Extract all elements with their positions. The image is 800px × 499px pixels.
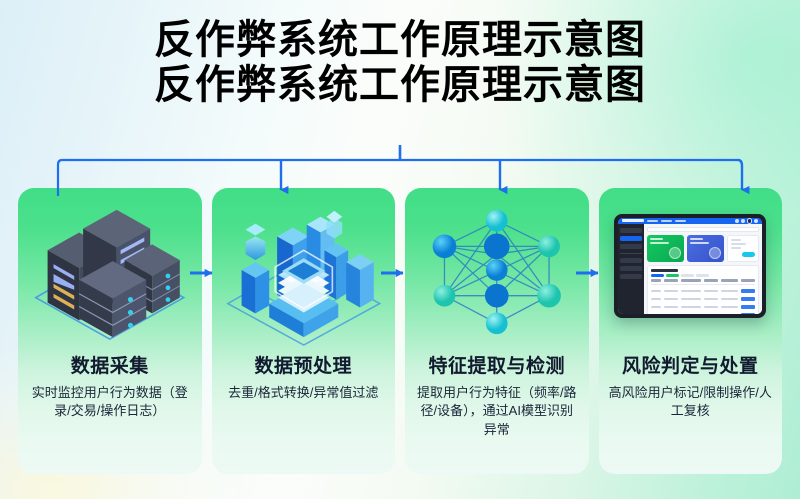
- dashboard-screen: [618, 218, 763, 314]
- page-title-line-1: 反作弊系统工作原理示意图: [154, 18, 646, 62]
- bell-icon: [734, 218, 739, 223]
- stat-card-blue: [686, 234, 724, 262]
- sidebar-item: [620, 265, 643, 271]
- page-title-line-2: 反作弊系统工作原理示意图: [154, 62, 646, 107]
- stat-card-green: [647, 234, 684, 262]
- dashboard-logo: [622, 219, 645, 223]
- chevron-down-icon: [754, 218, 759, 223]
- step-card-text: 数据预处理 去重/格式转换/异常值过滤: [218, 356, 390, 402]
- sidebar-item-active: [620, 235, 643, 241]
- filter-chips: [651, 273, 755, 277]
- laptop-frame: [614, 214, 767, 318]
- step-card-data-collection[interactable]: 数据采集 实时监控用户行为数据（登录/交易/操作日志）: [18, 188, 202, 474]
- step-title: 数据预处理: [254, 356, 352, 377]
- step-title: 数据采集: [70, 356, 149, 377]
- page-title: 反作弊系统工作原理示意图 反作弊系统工作原理示意图: [0, 18, 800, 108]
- server-rack-icon: [18, 188, 202, 356]
- neural-network-icon: [405, 188, 589, 356]
- dashboard-nav-item: [675, 219, 687, 222]
- step-card-risk-decision[interactable]: 风险判定与处置 高风险用户标记/限制操作/人工复核: [598, 188, 783, 474]
- settings-icon: [740, 218, 745, 223]
- table-row: [651, 287, 756, 293]
- step-card-text: 风险判定与处置 高风险用户标记/限制操作/人工复核: [605, 356, 777, 421]
- data-blocks-icon: [212, 188, 396, 356]
- sidebar-item: [620, 243, 643, 249]
- step-title: 风险判定与处置: [621, 356, 759, 377]
- step-card-data-preprocessing[interactable]: 数据预处理 去重/格式转换/异常值过滤: [211, 188, 396, 474]
- step-description: 去重/格式转换/异常值过滤: [228, 384, 379, 400]
- filter-chip-active[interactable]: [651, 273, 665, 277]
- stat-card-white: [726, 234, 760, 262]
- toggle-switch[interactable]: [742, 251, 756, 257]
- dashboard-screen-icon: [599, 188, 783, 356]
- table-row: [651, 303, 756, 309]
- step-card-text: 数据采集 实时监控用户行为数据（登录/交易/操作日志）: [24, 356, 196, 421]
- dashboard-nav-item: [661, 219, 673, 222]
- shield-icon: [668, 246, 681, 259]
- step-card-text: 特征提取与检测 提取用户行为特征（频率/路径/设备），通过AI模型识别异常: [411, 356, 583, 439]
- filter-chip[interactable]: [681, 273, 695, 277]
- filter-chip[interactable]: [696, 273, 710, 277]
- alert-icon: [708, 246, 721, 259]
- step-description: 高风险用户标记/限制操作/人工复核: [608, 384, 772, 419]
- dashboard-sidebar: [618, 223, 645, 314]
- data-table-panel: [647, 264, 760, 314]
- drop-arrow-card-4: [737, 158, 750, 195]
- flow-steps-row: 数据采集 实时监控用户行为数据（登录/交易/操作日志）: [18, 188, 782, 474]
- panel-title: [651, 268, 679, 272]
- dashboard-main: [644, 223, 763, 314]
- table-header: [651, 279, 756, 285]
- sidebar-divider: [620, 252, 643, 254]
- step-description: 实时监控用户行为数据（登录/交易/操作日志）: [31, 384, 188, 419]
- sidebar-item: [620, 273, 643, 279]
- step-card-feature-extraction[interactable]: 特征提取与检测 提取用户行为特征（频率/路径/设备），通过AI模型识别异常: [405, 188, 589, 474]
- step-title: 特征提取与检测: [428, 356, 565, 377]
- table-row: [651, 295, 756, 301]
- dashboard-body: [618, 223, 763, 314]
- sidebar-item: [620, 227, 643, 233]
- filter-chip[interactable]: [666, 273, 680, 277]
- step-description: 提取用户行为特征（频率/路径/设备），通过AI模型识别异常: [416, 384, 577, 437]
- stat-cards-row: [647, 234, 760, 262]
- breadcrumb: [647, 226, 760, 232]
- table-row: [651, 311, 756, 314]
- sidebar-item: [620, 257, 643, 263]
- dashboard-nav-item: [647, 219, 659, 222]
